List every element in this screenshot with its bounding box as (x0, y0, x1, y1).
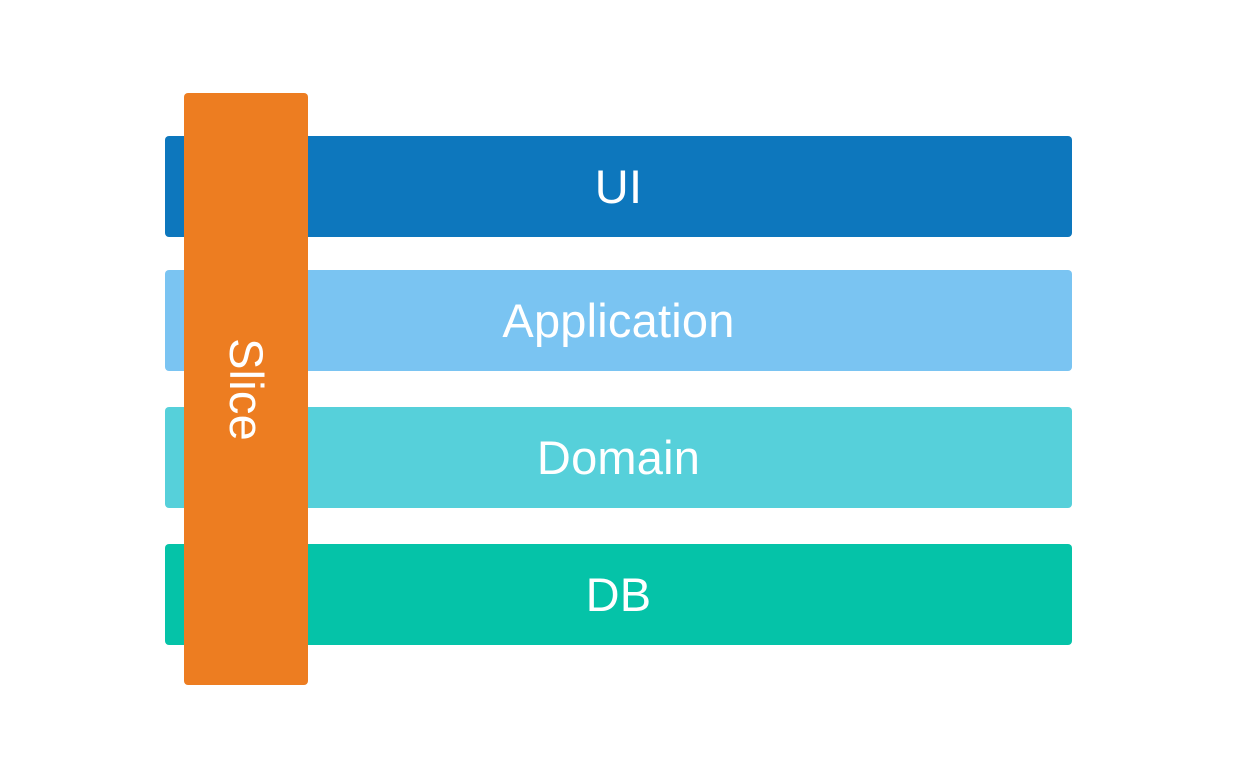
layer-label-application: Application (502, 294, 735, 347)
layer-bar-db: DB (165, 544, 1072, 645)
layer-label-db: DB (585, 568, 652, 621)
layer-bar-application: Application (165, 270, 1072, 371)
layer-bar-ui: UI (165, 136, 1072, 237)
layer-bar-domain: Domain (165, 407, 1072, 508)
slice-label: Slice (219, 337, 273, 441)
layer-label-domain: Domain (536, 431, 701, 484)
slice-bar: Slice (184, 93, 308, 685)
layer-label-ui: UI (594, 160, 643, 213)
